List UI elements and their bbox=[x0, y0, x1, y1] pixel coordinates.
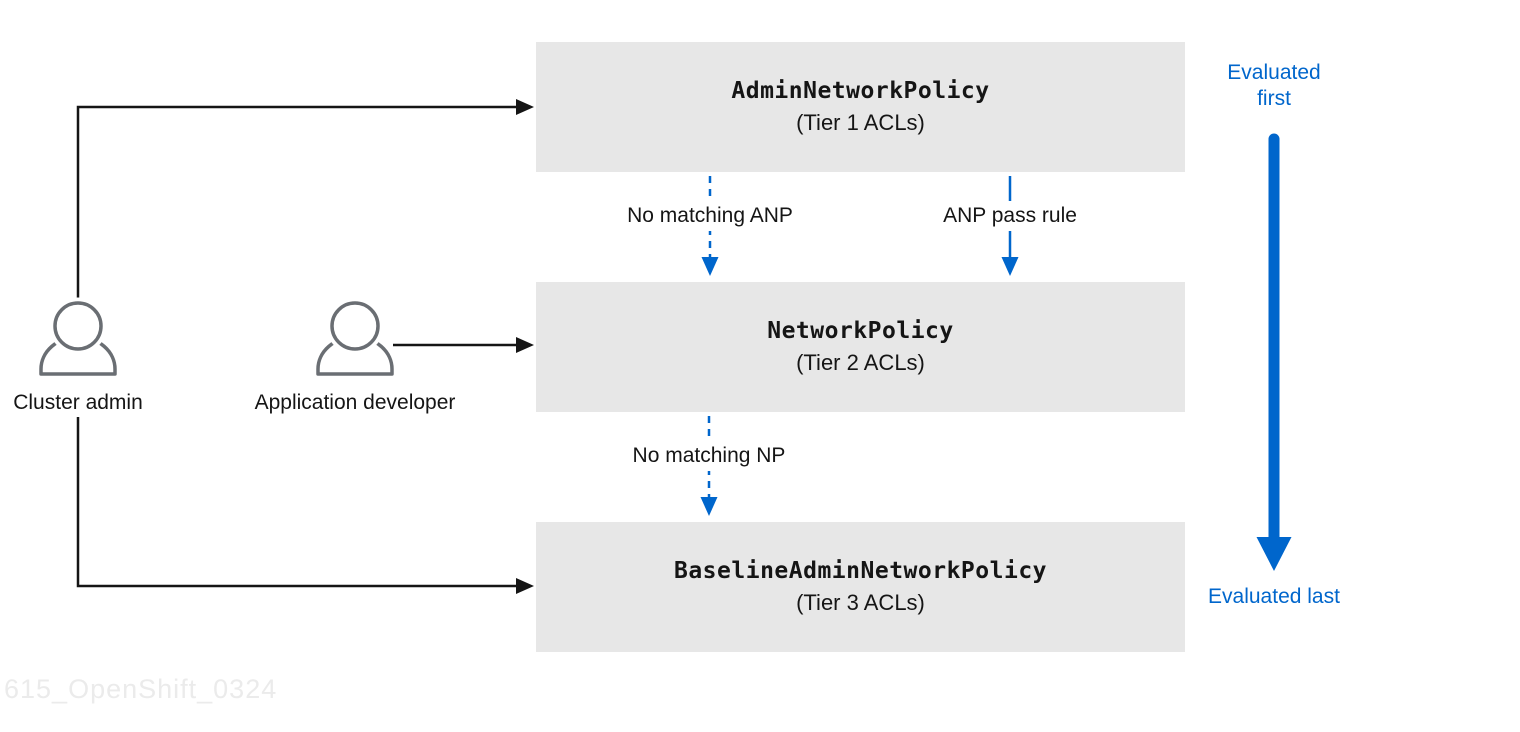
evaluated-first-label: Evaluated first bbox=[1227, 61, 1321, 110]
baseline-admin-network-policy-box: BaselineAdminNetworkPolicy (Tier 3 ACLs) bbox=[536, 522, 1185, 652]
evaluation-order-arrow bbox=[1256, 133, 1292, 571]
policy-box-subtitle: (Tier 3 ACLs) bbox=[796, 590, 925, 615]
policy-box-title: BaselineAdminNetworkPolicy bbox=[673, 558, 1048, 584]
policy-box-subtitle: (Tier 1 ACLs) bbox=[796, 110, 925, 135]
cluster-admin-label: Cluster admin bbox=[10, 391, 146, 415]
application-developer-icon bbox=[316, 297, 394, 376]
application-developer-label: Application developer bbox=[251, 391, 459, 415]
cluster-admin-to-anp-arrow bbox=[76, 99, 534, 303]
evaluated-last-label: Evaluated last bbox=[1208, 585, 1340, 608]
policy-box-title: NetworkPolicy bbox=[767, 318, 954, 344]
cluster-admin-icon bbox=[39, 297, 117, 376]
policy-box-subtitle: (Tier 2 ACLs) bbox=[796, 350, 925, 375]
cluster-admin-to-banp-arrow bbox=[76, 417, 534, 594]
app-developer-to-np-arrow bbox=[393, 337, 534, 353]
admin-network-policy-box: AdminNetworkPolicy (Tier 1 ACLs) bbox=[536, 42, 1185, 172]
no-matching-np-label: No matching NP bbox=[622, 441, 796, 471]
watermark-text: 615_OpenShift_0324 bbox=[4, 674, 278, 704]
anp-pass-rule-label: ANP pass rule bbox=[933, 201, 1087, 231]
no-matching-anp-label: No matching ANP bbox=[617, 201, 803, 231]
network-policy-box: NetworkPolicy (Tier 2 ACLs) bbox=[536, 282, 1185, 412]
policy-box-title: AdminNetworkPolicy bbox=[731, 78, 990, 104]
